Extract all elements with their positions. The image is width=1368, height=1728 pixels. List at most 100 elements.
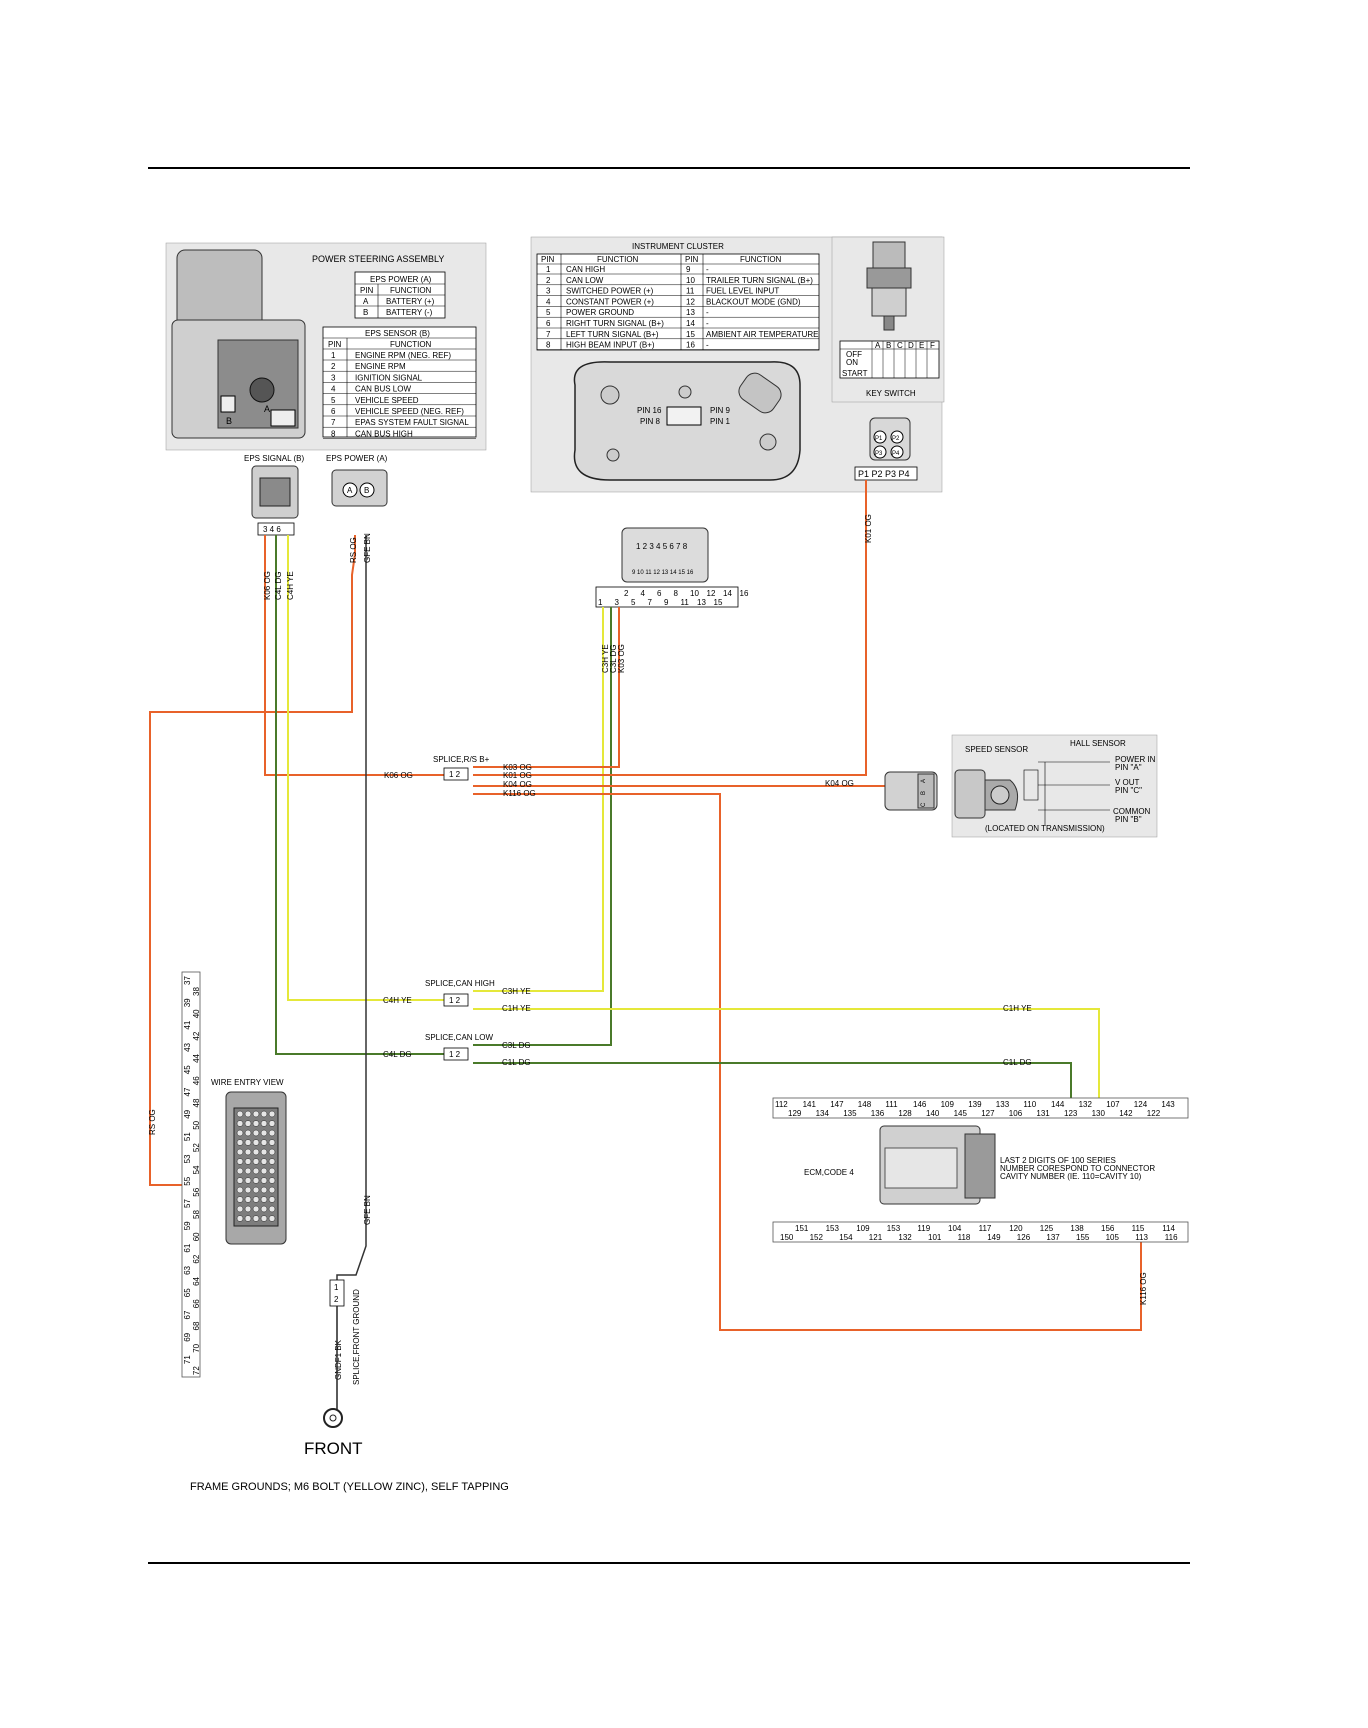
- ecm-cavity-number: 145: [954, 1109, 968, 1118]
- ecm-cavity-number: 121: [869, 1233, 883, 1242]
- frame-ground-note: FRAME GROUNDS; M6 BOLT (YELLOW ZINC), SE…: [190, 1481, 509, 1493]
- eps-sensor-pin: 3: [331, 373, 336, 382]
- wire-gfe-bn: [336, 535, 367, 1285]
- ecm-cavity-number: 109: [856, 1224, 870, 1233]
- cavity-dot: [260, 1215, 268, 1222]
- splice-can-high: SPLICE,CAN HIGH 1 2: [425, 979, 495, 1007]
- key-switch-col: C: [897, 341, 903, 350]
- cavity-dot: [244, 1167, 252, 1175]
- wire-entry-cavity: 63: [183, 1265, 192, 1274]
- ic-header-pin-1: PIN: [541, 255, 555, 264]
- ecm-cavity-number: 126: [1017, 1233, 1031, 1242]
- cavity-dot: [252, 1177, 260, 1184]
- eps-sensor-pin: 6: [331, 407, 336, 416]
- cavity-dot: [260, 1129, 268, 1137]
- ic-pin-right: 10: [686, 276, 695, 285]
- ks-pin-strip: P1 P2 P3 P4: [858, 469, 910, 479]
- ic-function-left: CAN HIGH: [566, 265, 605, 274]
- eps-power-table-title: EPS POWER (A): [370, 275, 432, 284]
- ecm-cavity-number: 136: [871, 1109, 885, 1118]
- ecm-cavity-number: 131: [1036, 1109, 1050, 1118]
- speed-sensor-connector: C B A: [884, 771, 938, 811]
- cavity-dot: [260, 1177, 268, 1184]
- cavity-dot: [260, 1196, 268, 1203]
- ecm-cavity-number: 141: [803, 1100, 817, 1109]
- wire-entry-cavity: 72: [192, 1366, 201, 1375]
- ecm-cavity-number: 137: [1046, 1233, 1060, 1242]
- ecm-cavity-number: 106: [1009, 1109, 1023, 1118]
- ecm-cavity-number: 111: [885, 1100, 898, 1109]
- wire-entry-cavity: 50: [192, 1120, 201, 1129]
- ic-strip-bottom-pin: 15: [714, 598, 723, 607]
- label-c4h-ye-horizontal: C4H YE: [383, 996, 412, 1005]
- eps-sensor-pin: 1: [331, 351, 336, 360]
- speed-sensor-common: COMMON: [1113, 807, 1151, 816]
- eps-sensor-header-pin: PIN: [328, 340, 342, 349]
- label-c4h-ye: C4H YE: [286, 571, 295, 600]
- ecm-cavity-number: 113: [1135, 1233, 1148, 1242]
- speed-sensor-vout-pin: PIN "C": [1115, 786, 1142, 795]
- eps-signal-connector-label: EPS SIGNAL (B): [244, 454, 305, 463]
- cavity-dot: [236, 1177, 244, 1184]
- wire-entry-cavity: 62: [192, 1254, 201, 1263]
- wire-entry-cavity: 58: [192, 1210, 201, 1219]
- front-ground: 1 2 SPLICE,FRONT GROUND FRONT FRAME GROU…: [190, 1279, 509, 1493]
- key-switch-start: START: [842, 369, 868, 378]
- label-c1l-dg-right: C1L DG: [1003, 1058, 1032, 1067]
- wire-entry-cavity: 61: [183, 1243, 192, 1252]
- key-switch-col: A: [875, 341, 881, 350]
- ecm-cavity-number: 143: [1161, 1100, 1175, 1109]
- ic-strip-bottom-pin: 9: [664, 598, 669, 607]
- ic-pin-left: 8: [546, 341, 551, 350]
- cavity-dot: [252, 1205, 260, 1213]
- ic-function-right: BLACKOUT MODE (GND): [706, 297, 801, 306]
- key-switch-image: [866, 241, 912, 331]
- speed-sensor-location: (LOCATED ON TRANSMISSION): [985, 824, 1105, 833]
- label-c4l-dg-horizontal: C4L DG: [383, 1050, 412, 1059]
- wire-entry-cavity: 45: [183, 1065, 192, 1074]
- cavity-dot: [252, 1167, 260, 1175]
- wire-c1h-ye: [473, 1008, 1100, 1103]
- wire-entry-view: 3739414345474951535557596163656769713840…: [181, 971, 287, 1378]
- cavity-dot: [252, 1129, 260, 1137]
- key-switch-col: F: [930, 341, 935, 350]
- ic-function-right: -: [706, 308, 709, 317]
- ic-connector-top-pins: 1 2 3 4 5 6 7 8: [636, 542, 688, 551]
- speed-sensor-common-pin: PIN "B": [1115, 815, 1142, 824]
- ecm-cavity-number: 116: [1165, 1233, 1178, 1242]
- wire-labels: K06 OG C4L DG C4H YE RS OG GFE BN C3H YE…: [148, 514, 1148, 1380]
- ic-pin-right: 11: [686, 287, 695, 296]
- eps-power-connector: A B: [331, 469, 388, 507]
- eps-sensor-function: CAN BUS LOW: [355, 385, 411, 394]
- wire-k06-og: [264, 535, 444, 776]
- wire-entry-cavity: 53: [183, 1154, 192, 1163]
- wiring: [149, 480, 1142, 1331]
- cavity-dot: [268, 1205, 276, 1213]
- eps-sensor-function: EPAS SYSTEM FAULT SIGNAL: [355, 418, 469, 427]
- ic-function-right: TRAILER TURN SIGNAL (B+): [706, 276, 813, 285]
- ks-pin-p1: P1: [875, 436, 883, 442]
- ks-pin-p4: P4: [892, 451, 900, 457]
- label-k01-og: K01 OG: [503, 771, 532, 780]
- key-switch-col: B: [886, 341, 891, 350]
- cavity-dot: [260, 1110, 268, 1118]
- ecm-cavity-number: 107: [1106, 1100, 1120, 1109]
- speed-sensor-panel: SPEED SENSOR HALL SENSOR POWER IN PIN "A…: [951, 734, 1158, 838]
- ecm-cavity-number: 115: [1132, 1224, 1145, 1233]
- wire-entry-cavity: 55: [183, 1176, 192, 1185]
- wire-entry-cavity: 38: [192, 987, 201, 996]
- wire-entry-connector-image: [225, 1091, 287, 1245]
- eps-sensor-pin: 7: [331, 418, 336, 427]
- wire-entry-cavity: 40: [192, 1009, 201, 1018]
- ic-pin-left: 6: [546, 319, 551, 328]
- label-c1h-ye-left: C1H YE: [502, 1004, 531, 1013]
- instrument-cluster-title: INSTRUMENT CLUSTER: [632, 242, 724, 251]
- ecm-cavity-number: 109: [941, 1100, 955, 1109]
- ic-strip-top-pin: 4: [641, 589, 646, 598]
